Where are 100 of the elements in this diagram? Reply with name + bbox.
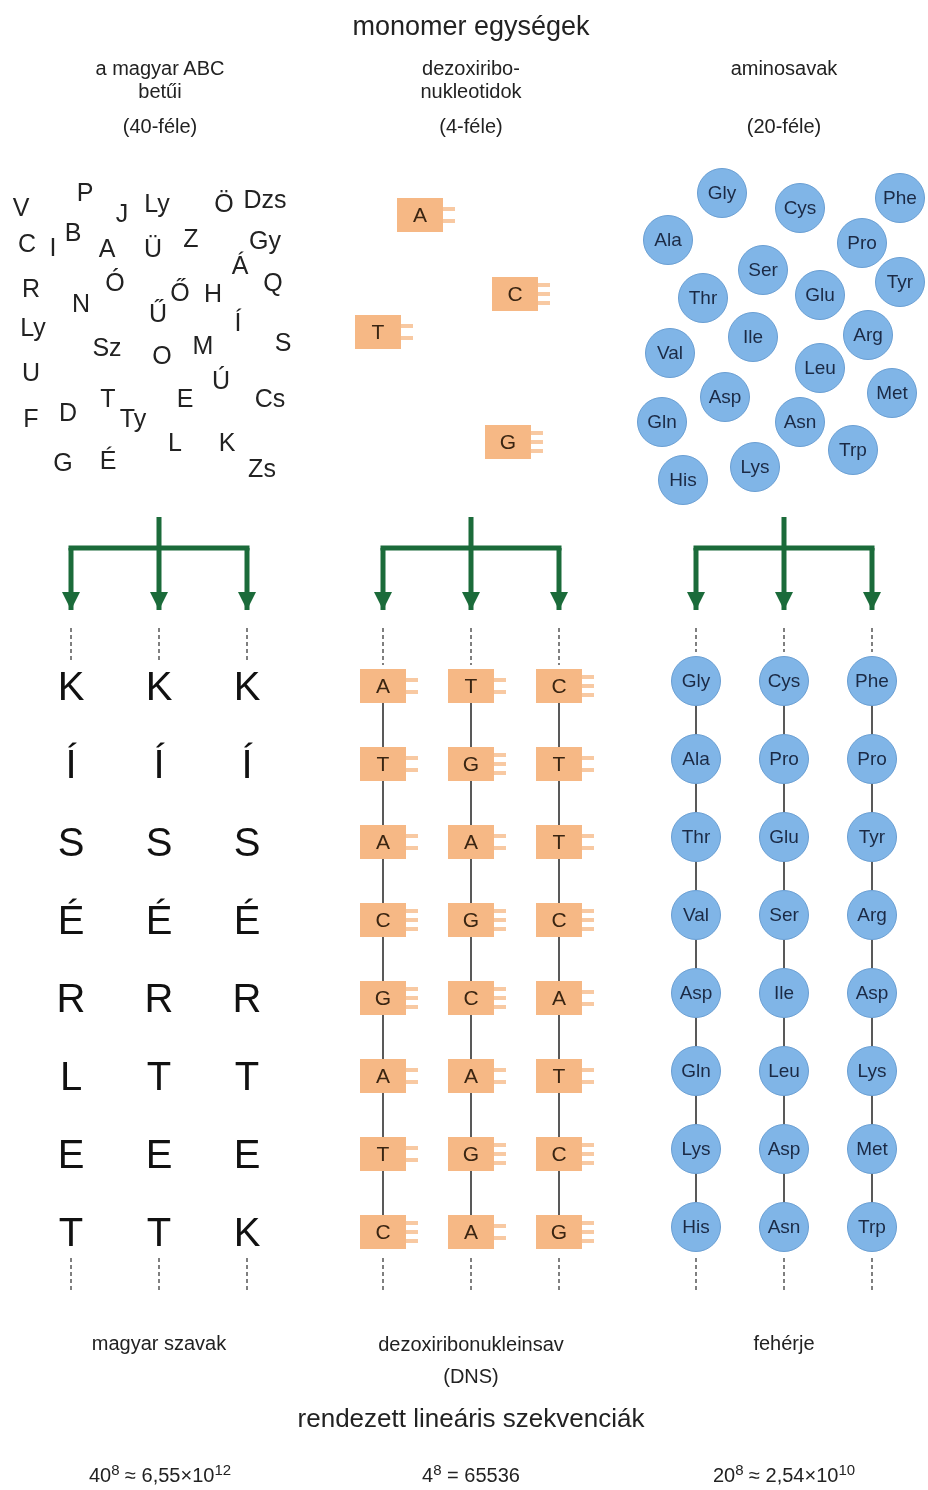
count-text: (4-féle) <box>439 114 503 138</box>
arrow <box>150 548 168 610</box>
alphabet-letter: Cs <box>254 385 286 411</box>
alphabet-letter: O <box>152 342 172 368</box>
connector-line <box>871 1173 873 1203</box>
word-letter: É <box>57 900 85 940</box>
alphabet-letter: Q <box>263 269 283 295</box>
alphabet-letter: S <box>274 329 292 355</box>
column-heading: a magyar ABC betűi <box>94 57 226 103</box>
word-letter: R <box>144 978 174 1018</box>
alphabet-letter: É <box>99 447 117 473</box>
connector-line <box>695 1173 697 1203</box>
count-text: (20-féle) <box>746 114 822 138</box>
word-letter: T <box>234 1056 260 1096</box>
connector-line <box>783 1095 785 1125</box>
connector-line <box>783 861 785 891</box>
formula: 40$^{8}$ ≈ 6,55×10$^{12}$ <box>88 1463 232 1487</box>
alphabet-letter: L <box>168 429 182 455</box>
connector-line <box>470 702 472 748</box>
word-letter: E <box>57 1134 85 1174</box>
word-letter: E <box>233 1134 261 1174</box>
connector-line <box>558 780 560 826</box>
connector-line <box>470 780 472 826</box>
alphabet-letter: U <box>21 359 41 385</box>
connector-line <box>783 939 785 969</box>
word-letter: S <box>145 822 173 862</box>
alphabet-letter: D <box>58 399 78 425</box>
alphabet-letter: Ö <box>214 190 234 216</box>
alphabet-letter: Z <box>183 225 199 251</box>
connector-line <box>382 1092 384 1138</box>
connector-line <box>695 1017 697 1047</box>
connector-line <box>783 1173 785 1203</box>
alphabet-letter: G <box>53 449 73 475</box>
alphabet-letter: Ü <box>143 235 163 261</box>
alphabet-letter: R <box>21 275 41 301</box>
connector-line <box>382 936 384 982</box>
connector-line <box>695 939 697 969</box>
connector-line <box>382 858 384 904</box>
arrow <box>687 548 705 610</box>
word-letter: K <box>233 1212 261 1252</box>
arrow <box>374 548 392 610</box>
word-letter: S <box>57 822 85 862</box>
word-letter: Í <box>241 744 253 784</box>
connector-line <box>470 1092 472 1138</box>
section-heading: rendezett lineáris szekvenciák <box>297 1405 645 1431</box>
branching-arrow-stem <box>691 514 877 551</box>
word-letter: K <box>139 664 179 708</box>
alphabet-letter: Ú <box>211 367 231 393</box>
connector-line <box>470 858 472 904</box>
word-letter: E <box>145 1134 173 1174</box>
connector-line <box>783 705 785 735</box>
connector-line <box>470 936 472 982</box>
alphabet-letter: Ty <box>119 405 147 431</box>
arrow <box>462 548 480 610</box>
connector-line <box>558 858 560 904</box>
alphabet-letter: Ó <box>105 269 125 295</box>
alphabet-letter: I <box>49 234 57 260</box>
formula: 4$^{8}$ = 65536 <box>422 1463 520 1487</box>
connector-line <box>382 1014 384 1060</box>
word-letter: T <box>146 1056 172 1096</box>
connector-line <box>558 1092 560 1138</box>
connector-line <box>558 702 560 748</box>
column-heading: aminosavak <box>730 56 838 80</box>
connector-line <box>783 783 785 813</box>
word-letter: K <box>51 664 91 708</box>
alphabet-letter: C <box>17 230 37 256</box>
alphabet-letter: Gy <box>249 227 281 253</box>
sequence-name: dezoxiribonukleinsav (DNS) <box>377 1332 565 1389</box>
connector-line <box>382 1170 384 1216</box>
count-text: (40-féle) <box>122 114 198 138</box>
title: monomer egységek <box>352 12 590 40</box>
alphabet-letter: Dzs <box>243 186 287 212</box>
connector-line <box>695 705 697 735</box>
connector-line <box>871 1017 873 1047</box>
arrow <box>238 548 256 610</box>
alphabet-letter: K <box>218 429 236 455</box>
connector-line <box>695 861 697 891</box>
connector-line <box>382 780 384 826</box>
connector-line <box>871 861 873 891</box>
word-letter: É <box>233 900 261 940</box>
connector-line <box>871 939 873 969</box>
alphabet-letter: Ly <box>144 190 170 216</box>
alphabet-letter: A <box>98 235 116 261</box>
alphabet-letter: P <box>76 179 94 205</box>
word-letter: T <box>58 1212 84 1252</box>
alphabet-letter: Ly <box>20 314 46 340</box>
alphabet-letter: Á <box>231 252 249 278</box>
arrow <box>550 548 568 610</box>
connector-line <box>871 705 873 735</box>
word-letter: L <box>59 1056 83 1096</box>
arrow <box>62 548 80 610</box>
connector-line <box>470 1014 472 1060</box>
connector-line <box>558 1170 560 1216</box>
alphabet-letter: M <box>192 332 214 358</box>
alphabet-letter: H <box>203 280 223 306</box>
connector-line <box>470 1170 472 1216</box>
alphabet-letter: J <box>115 200 129 226</box>
sequence-name: magyar szavak <box>91 1331 227 1355</box>
connector-line <box>783 1017 785 1047</box>
alphabet-letter: V <box>12 194 30 220</box>
